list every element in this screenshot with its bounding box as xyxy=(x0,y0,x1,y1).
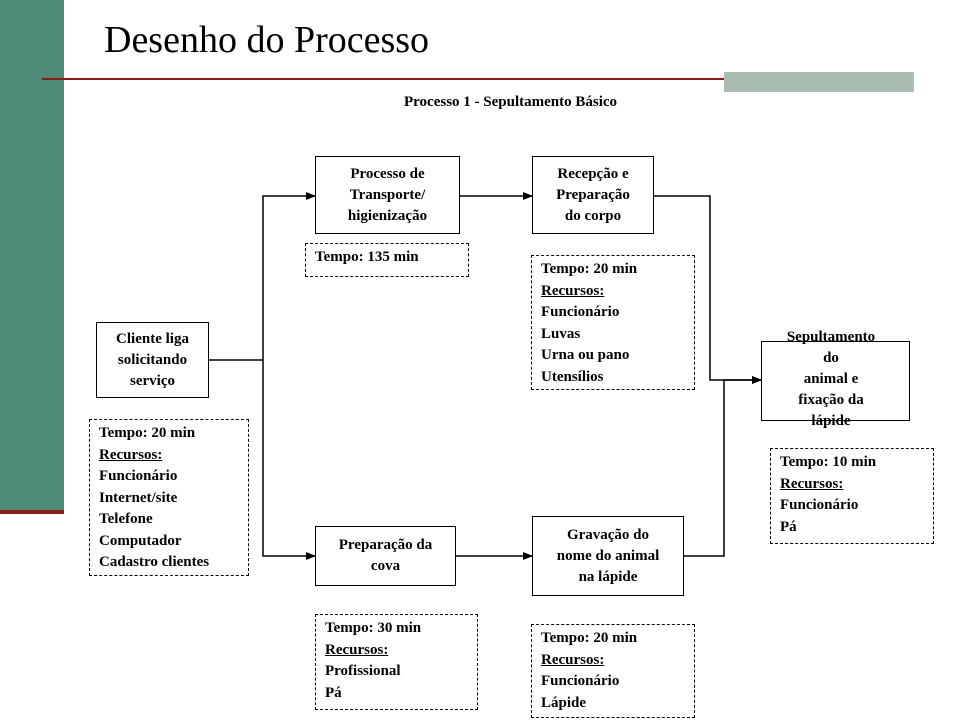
note-transporte-time: Tempo: 135 min xyxy=(315,249,419,265)
note-cliente-resource: Cadastro clientes xyxy=(99,554,210,570)
note-recepcao-time: Tempo: 20 min xyxy=(541,261,638,277)
note-sepultamento-resource: Pá xyxy=(780,518,797,535)
note-cliente-resource: Computador xyxy=(99,532,182,549)
note-cova-time: Tempo: 30 min xyxy=(325,620,422,636)
note-sepultamento: Tempo: 10 min Recursos: Funcionário Pá xyxy=(770,448,934,544)
note-sepultamento-resource: Funcionário xyxy=(780,497,859,513)
note-recepcao-resource: Funcionário xyxy=(541,304,620,320)
note-recepcao: Tempo: 20 min Recursos: Funcionário Luva… xyxy=(531,255,695,390)
title-divider xyxy=(42,78,914,80)
note-transporte: Tempo: 135 min xyxy=(305,243,469,277)
note-gravacao-time: Tempo: 20 min xyxy=(541,630,638,646)
step-sepultamento-label: Sepultamento do animal e fixação da lápi… xyxy=(786,329,876,429)
note-cliente-resource: Funcionário xyxy=(99,468,178,484)
note-gravacao-resource: Funcionário xyxy=(541,673,620,689)
connector-to-transporte xyxy=(262,192,316,360)
page-title: Desenho do Processo xyxy=(104,19,430,61)
connector-gravacao-sepultamento xyxy=(684,376,762,557)
sidebar-accent-line xyxy=(0,510,64,514)
step-cliente-box: Cliente liga solicitando serviço xyxy=(96,322,209,398)
note-sepultamento-resources-heading: Recursos: xyxy=(780,475,844,492)
note-cova: Tempo: 30 min Recursos: Profissional Pá xyxy=(315,614,478,710)
note-gravacao-resources-heading: Recursos: xyxy=(541,651,605,668)
step-cova-box: Preparação da cova xyxy=(315,526,456,586)
note-cova-resources-heading: Recursos: xyxy=(325,641,389,658)
step-sepultamento-box xyxy=(761,341,910,421)
step-transporte-box: Processo de Transporte/ higienização xyxy=(315,156,460,234)
note-cliente-time: Tempo: 20 min xyxy=(99,425,196,441)
sidebar-accent-bar xyxy=(0,0,64,512)
note-recepcao-resource: Luvas xyxy=(541,325,581,342)
connector-to-cova xyxy=(262,360,316,560)
note-recepcao-resources-heading: Recursos: xyxy=(541,282,605,299)
title-accent-block xyxy=(724,72,914,92)
step-gravacao-box: Gravação do nome do animal na lápide xyxy=(532,516,684,596)
diagram-subtitle: Processo 1 - Sepultamento Básico xyxy=(404,94,618,110)
note-recepcao-resource: Utensílios xyxy=(541,368,604,385)
note-cliente-resource: Internet/site xyxy=(99,489,178,506)
note-cova-resource: Profissional xyxy=(325,663,401,679)
note-sepultamento-time: Tempo: 10 min xyxy=(780,454,877,470)
note-gravacao: Tempo: 20 min Recursos: Funcionário Lápi… xyxy=(531,624,695,718)
note-recepcao-resource: Urna ou pano xyxy=(541,347,630,363)
step-recepcao-box: Recepção e Preparação do corpo xyxy=(532,156,654,234)
note-cliente-resource: Telefone xyxy=(99,511,153,527)
note-cliente-resources-heading: Recursos: xyxy=(99,446,163,463)
note-gravacao-resource: Lápide xyxy=(541,694,587,711)
note-cova-resource: Pá xyxy=(325,684,342,701)
note-cliente: Tempo: 20 min Recursos: Funcionário Inte… xyxy=(89,419,249,576)
